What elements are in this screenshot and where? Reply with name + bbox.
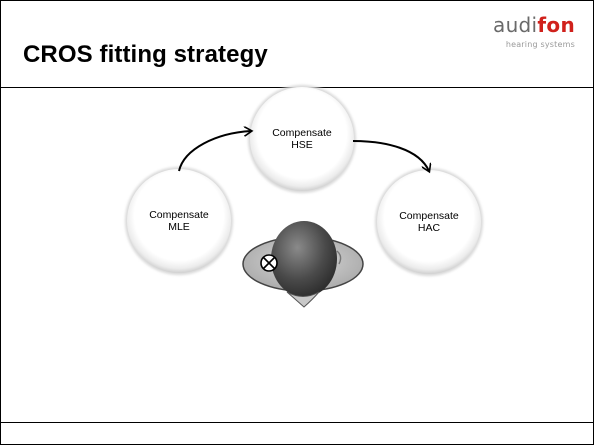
node-label-hac-line1: Compensate bbox=[399, 210, 459, 222]
audifon-logo: audifon hearing systems bbox=[463, 13, 581, 57]
logo-wordmark: audifon bbox=[493, 13, 575, 37]
node-label-mle-line2: MLE bbox=[168, 221, 190, 233]
node-label-mle-line1: Compensate bbox=[149, 209, 209, 221]
blocked-ear-icon bbox=[260, 254, 278, 272]
node-label-hac: Compensate HAC bbox=[374, 210, 484, 234]
slide-title: CROS fitting strategy bbox=[23, 41, 268, 68]
node-label-hse: Compensate HSE bbox=[247, 127, 357, 151]
footer-divider bbox=[1, 422, 593, 423]
node-circle-mle bbox=[125, 167, 233, 275]
node-label-hse-line1: Compensate bbox=[272, 127, 332, 139]
node-circle-hse bbox=[248, 85, 356, 193]
arrow-mle-to-hse bbox=[178, 131, 251, 172]
logo-word-light: audi bbox=[493, 13, 538, 37]
node-circle-hac bbox=[375, 168, 483, 276]
head-top-view-icon bbox=[242, 221, 364, 308]
node-label-hac-line2: HAC bbox=[417, 222, 441, 234]
arrow-hse-to-hac bbox=[352, 140, 429, 171]
logo-subtitle: hearing systems bbox=[505, 40, 575, 49]
node-label-hse-line2: HSE bbox=[291, 139, 313, 151]
node-label-mle: Compensate MLE bbox=[124, 209, 234, 233]
logo-word-bold: fon bbox=[537, 13, 575, 37]
